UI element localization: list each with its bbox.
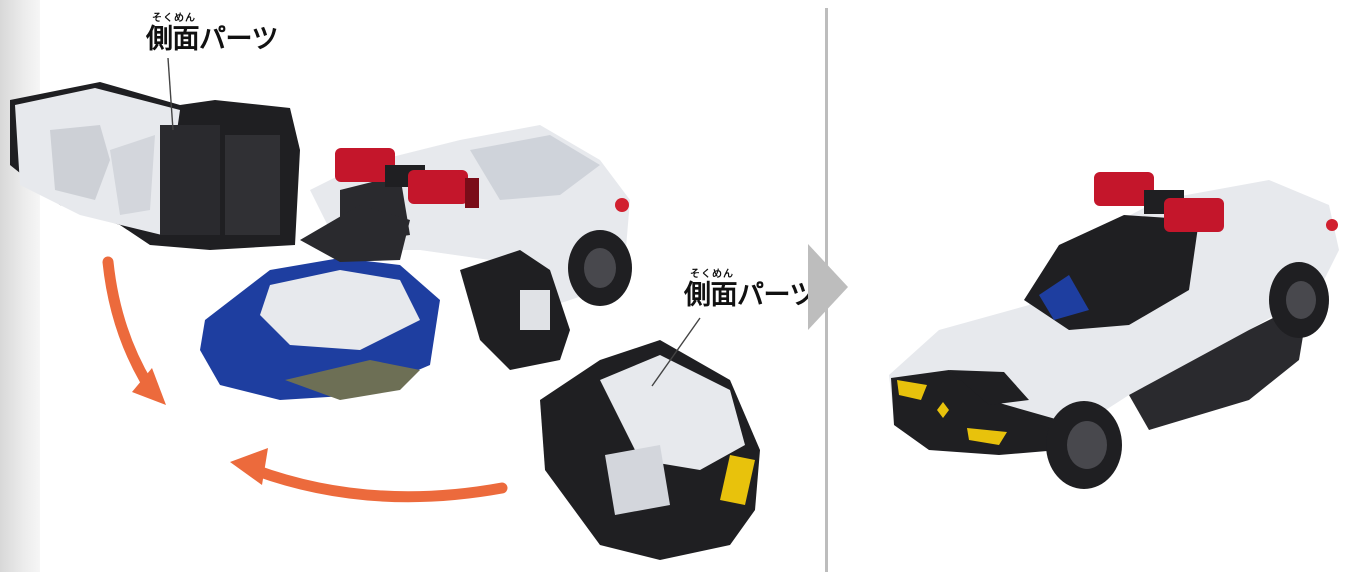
- side-part-top-left: [10, 82, 300, 250]
- hinge-connector: [460, 250, 570, 370]
- callout-ruby: そくめん: [152, 13, 196, 24]
- unfolded-toy-illustration: [10, 57, 760, 560]
- callout-text: 側面パーツ: [684, 280, 816, 311]
- page-edge-strip: [0, 0, 40, 572]
- curved-arrow-down-icon: [102, 256, 166, 405]
- triangle-right-icon: [808, 244, 848, 330]
- callout-label-side-part-right: そくめん 側面パーツ: [684, 269, 816, 311]
- side-part-bottom-right: [540, 340, 760, 560]
- rear-wheel: [1269, 262, 1329, 338]
- step-panel-unfolded: そくめん 側面パーツ そくめん 側面パーツ: [10, 0, 825, 572]
- front-wheel: [1046, 401, 1122, 489]
- car-body: [889, 180, 1339, 455]
- callout-line-top: [167, 57, 174, 131]
- callout-line-right: [651, 317, 701, 387]
- main-body-unfolded: [310, 125, 632, 310]
- assembled-car-illustration: [889, 172, 1339, 489]
- light-bar: [1094, 172, 1224, 232]
- tail-light: [1326, 219, 1338, 231]
- callout-ruby: そくめん: [690, 269, 734, 280]
- step-panel-assembled: [829, 0, 1354, 572]
- callout-label-side-part-top: そくめん 側面パーツ: [146, 13, 278, 55]
- callout-text: 側面パーツ: [146, 24, 278, 55]
- windshield-section: [200, 205, 440, 400]
- curved-arrow-left-icon: [230, 448, 508, 503]
